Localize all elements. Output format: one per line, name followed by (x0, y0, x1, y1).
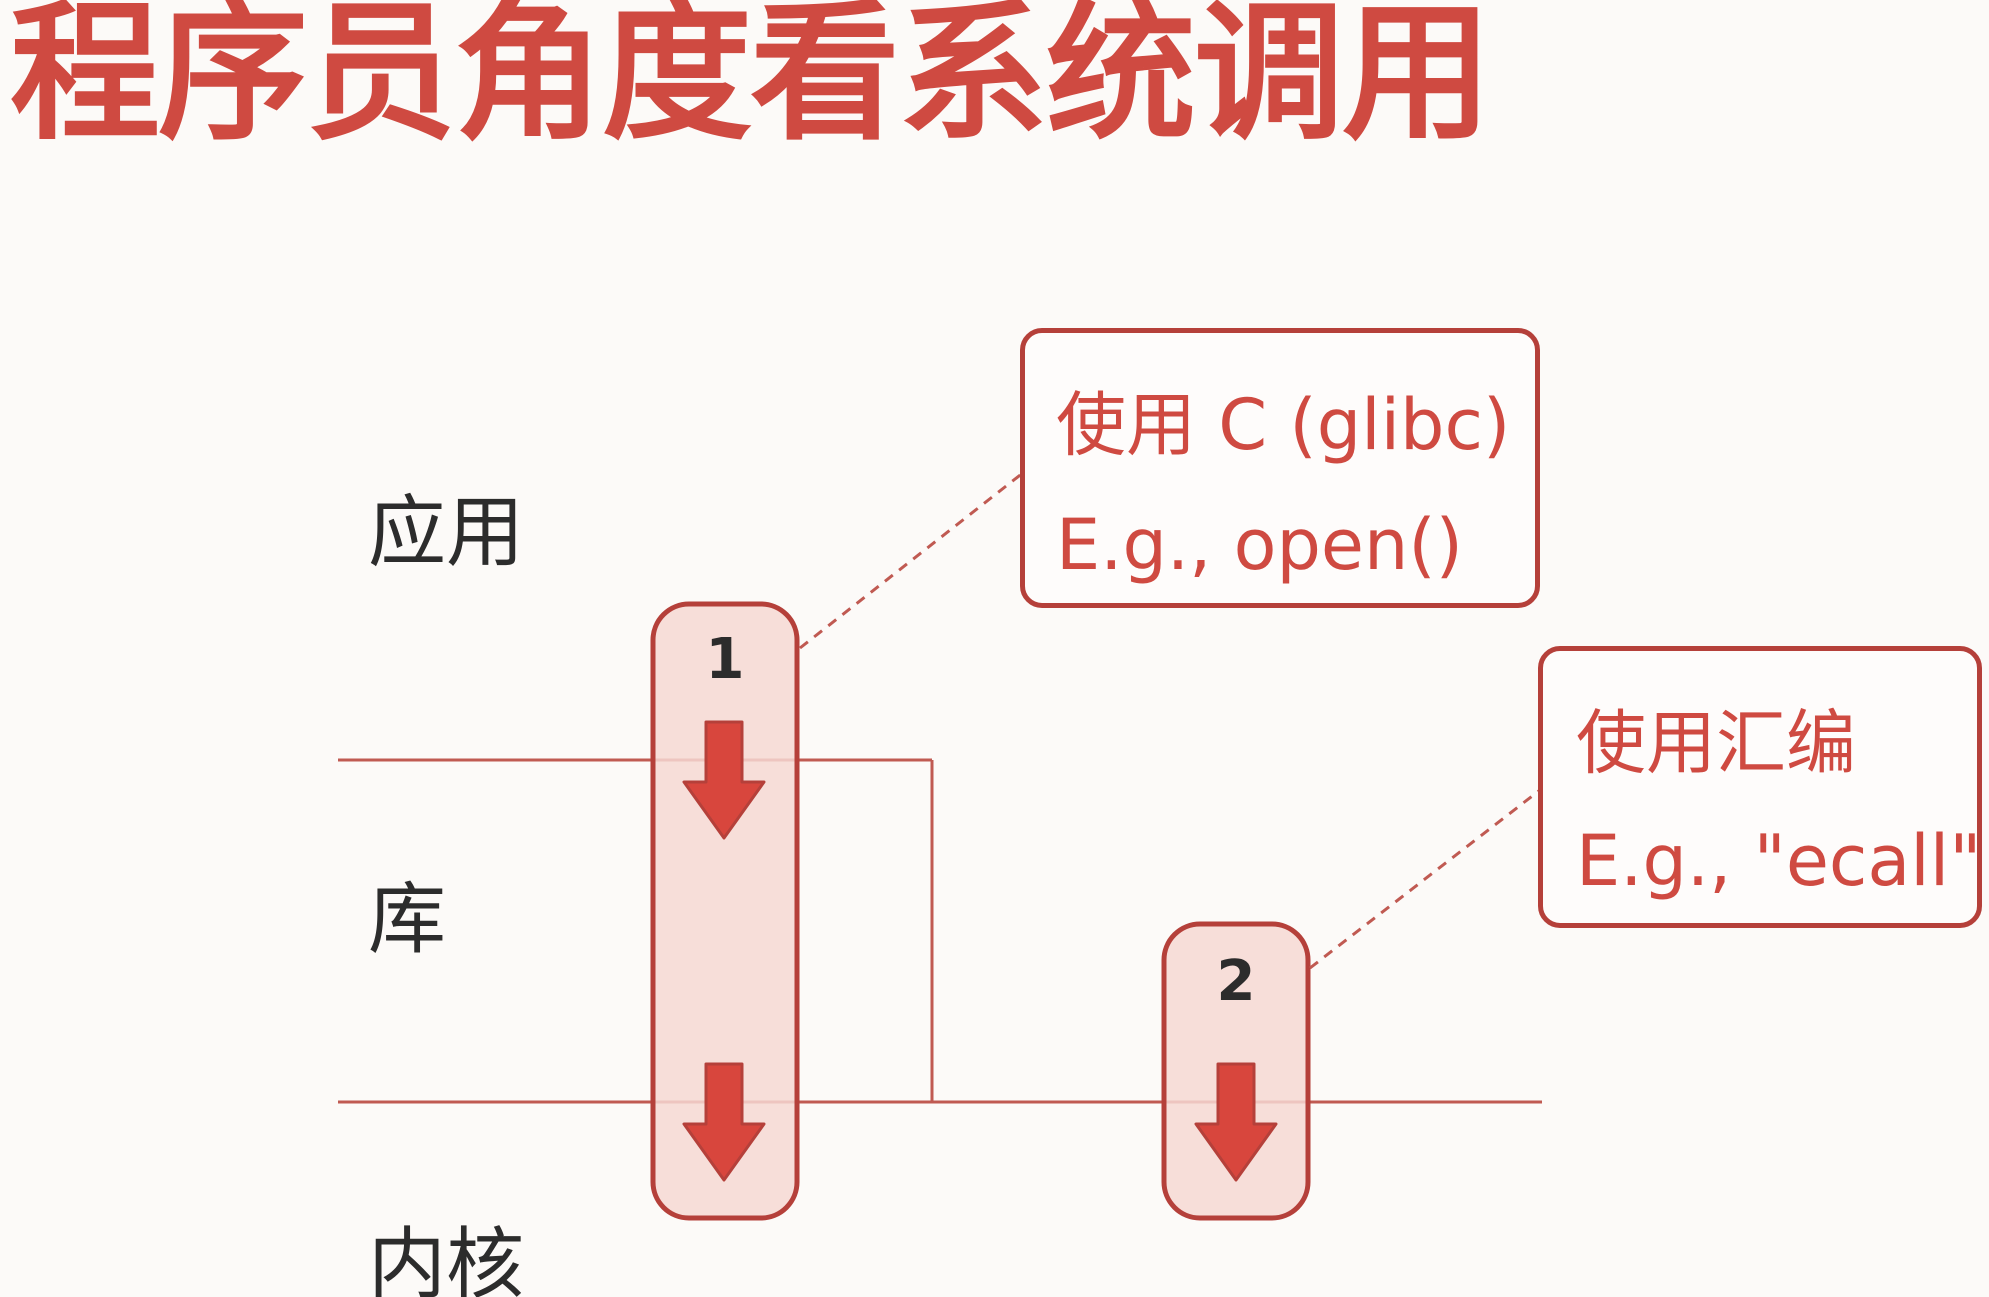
step-1-number: 1 (705, 627, 745, 692)
callout-assembly-line1: 使用汇编 (1576, 702, 1856, 784)
callout-glibc-line1: 使用 C (glibc) (1056, 384, 1511, 466)
down-arrow-icon (682, 1062, 766, 1182)
callout-assembly (1538, 646, 1982, 928)
layer-label-app: 应用 (368, 488, 525, 578)
layer-label-lib: 库 (368, 875, 447, 965)
layer-label-kernel: 内核 (368, 1220, 525, 1297)
callout-glibc-line2: E.g., open() (1056, 504, 1463, 586)
down-arrow-icon (682, 720, 766, 840)
step-2-number: 2 (1216, 949, 1256, 1014)
down-arrow-icon (1194, 1062, 1278, 1182)
callout-glibc (1020, 328, 1540, 608)
callout-1-connector (799, 470, 1025, 650)
callout-assembly-line2: E.g., "ecall" (1576, 820, 1982, 902)
step-1-container (650, 601, 800, 1221)
callout-2-connector (1309, 788, 1541, 970)
slide-title: 程序员角度看系统调用 (10, 0, 1492, 161)
